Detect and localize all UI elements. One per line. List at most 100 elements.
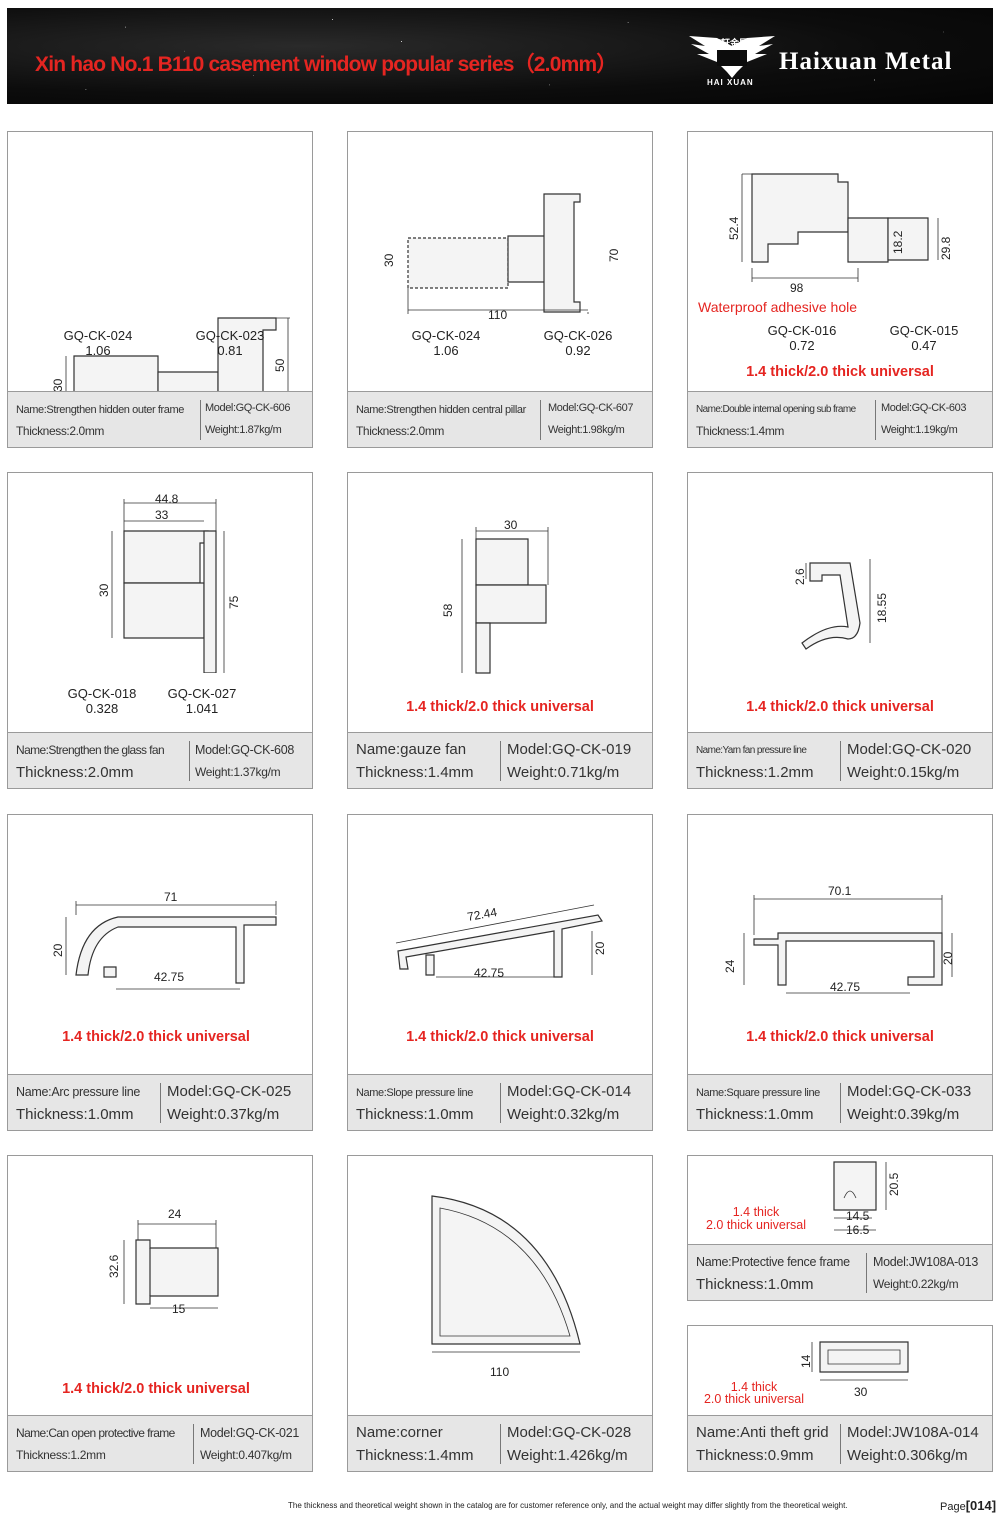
profile-drawing: 14.5 16.5 20.5 1.4 thick 2.0 thick unive… <box>706 1161 901 1237</box>
spec-name: Name:Square pressure line <box>696 1087 820 1099</box>
spec-panel: Name:Can open protective frame Thickness… <box>8 1415 312 1471</box>
product-card-jw108a-014: 30 14 1.4 thick 2.0 thick universal Name… <box>687 1325 993 1472</box>
spec-thickness: Thickness:1.0mm <box>356 1106 474 1123</box>
dim-height-right: 29.8 <box>939 236 953 260</box>
spec-panel: Name:Yarn fan pressure line Thickness:1.… <box>688 732 992 788</box>
product-card-gq-ck-019: 30 58 1.4 thick/2.0 thick universal Name… <box>347 472 653 789</box>
spec-divider <box>189 741 190 781</box>
dim-height: 20 <box>51 943 65 957</box>
profile-drawing: 44.8 33 30 75 <box>97 492 241 673</box>
spec-divider <box>500 1424 501 1464</box>
spec-divider <box>840 1083 841 1123</box>
spec-panel: Name:corner Thickness:1.4mm Model:GQ-CK-… <box>348 1415 652 1471</box>
dim-inner-width: 33 <box>155 508 169 522</box>
spec-name: Name:Can open protective frame <box>16 1426 175 1440</box>
spec-divider <box>193 1424 194 1464</box>
spec-model: Model:JW108A-013 <box>873 1255 978 1269</box>
dim-width: 71 <box>164 890 178 904</box>
spec-panel: Name:Anti theft grid Thickness:0.9mm Mod… <box>688 1415 992 1471</box>
spec-thickness: Thickness:2.0mm <box>16 764 134 781</box>
universal-note: 2.0 thick universal <box>706 1218 806 1232</box>
spec-divider <box>866 1253 867 1293</box>
spec-model: Model:JW108A-014 <box>847 1424 979 1441</box>
spec-weight: Weight:1.98kg/m <box>548 424 625 436</box>
product-card-gq-ck-028: 110 Name:corner Thickness:1.4mm Model:GQ… <box>347 1155 653 1472</box>
spec-divider <box>200 400 201 440</box>
spec-weight: Weight:1.87kg/m <box>205 424 282 436</box>
dim-inner-width: 42.75 <box>154 970 184 984</box>
dim-slope-width: 72.44 <box>466 905 498 924</box>
spec-model: Model:GQ-CK-603 <box>881 402 967 414</box>
spec-weight: Weight:0.15kg/m <box>847 764 960 781</box>
dim-small-height: 2.6 <box>793 568 807 585</box>
spec-weight: Weight:1.426kg/m <box>507 1447 628 1464</box>
dim-height: 20 <box>593 941 607 955</box>
spec-divider <box>500 741 501 781</box>
spec-name: Name:Strengthen the glass fan <box>16 743 165 757</box>
spec-weight: Weight:0.22kg/m <box>873 1277 959 1291</box>
spec-weight: Weight:0.306kg/m <box>847 1447 968 1464</box>
product-card-jw108a-013: 14.5 16.5 20.5 1.4 thick 2.0 thick unive… <box>687 1155 993 1301</box>
spec-name: Name:Double internal opening sub frame <box>696 404 856 415</box>
spec-name: Name:gauze fan <box>356 741 467 758</box>
universal-note: 1.4 thick/2.0 thick universal <box>62 1029 250 1045</box>
dim-height-left: 24 <box>723 959 737 973</box>
product-card-gq-ck-603: 98 52.4 18.2 29.8 Waterproof adhesive ho… <box>687 131 993 448</box>
spec-panel: Name:Strengthen hidden outer frame Thick… <box>8 391 312 447</box>
dim-width: 110 <box>490 1365 509 1379</box>
spec-thickness: Thickness:2.0mm <box>356 424 445 438</box>
product-card-gq-ck-021: 24 32.6 15 1.4 thick/2.0 thick universal… <box>7 1155 313 1472</box>
spec-divider <box>540 400 541 440</box>
product-card-gq-ck-014: 72.44 20 42.75 1.4 thick/2.0 thick unive… <box>347 814 653 1131</box>
spec-weight: Weight:0.71kg/m <box>507 764 620 781</box>
spec-weight: Weight:1.37kg/m <box>195 765 281 779</box>
universal-note: 1.4 thick/2.0 thick universal <box>406 699 594 715</box>
thick-note: 1.4 thick <box>733 1205 780 1219</box>
universal-note: 1.4 thick/2.0 thick universal <box>62 1381 250 1397</box>
dim-height: 58 <box>441 603 455 617</box>
spec-panel: Name:Strengthen hidden central pillar Th… <box>348 391 652 447</box>
page-header: Xin hao No.1 B110 casement window popula… <box>7 8 993 104</box>
dim-height-left: 30 <box>97 583 111 597</box>
spec-thickness: Thickness:0.9mm <box>696 1447 814 1464</box>
spec-model: Model:GQ-CK-033 <box>847 1083 972 1100</box>
spec-model: Model:GQ-CK-606 <box>205 402 291 414</box>
spec-name: Name:Strengthen hidden central pillar <box>356 404 526 416</box>
product-card-gq-ck-025: 71 20 42.75 1.4 thick/2.0 thick universa… <box>7 814 313 1131</box>
dim-width: 30 <box>854 1385 868 1399</box>
spec-panel: Name:Strengthen the glass fan Thickness:… <box>8 732 312 788</box>
spec-divider <box>500 1083 501 1123</box>
brand-name: Haixuan Metal <box>779 48 953 75</box>
dim-inner-height: 18.2 <box>891 230 905 254</box>
dim-height-right: 50 <box>273 358 287 372</box>
spec-thickness: Thickness:2.0mm <box>16 424 105 438</box>
spec-panel: Name:Square pressure line Thickness:1.0m… <box>688 1074 992 1130</box>
spec-name: Name:Slope pressure line <box>356 1087 473 1099</box>
universal-note: 1.4 thick/2.0 thick universal <box>406 1029 594 1045</box>
spec-name: Name:Yarn fan pressure line <box>696 745 807 756</box>
spec-weight: Weight:0.407kg/m <box>200 1448 292 1462</box>
dim-height-left: 52.4 <box>727 216 741 240</box>
profile-drawing: 30 14 1.4 thick 2.0 thick universal <box>704 1341 909 1406</box>
spec-name: Name:Strengthen hidden outer frame <box>16 404 185 416</box>
universal-note: 1.4 thick/2.0 thick universal <box>746 364 934 380</box>
dim-width: 24 <box>168 1207 182 1221</box>
profile-drawing: 71 20 42.75 1.4 thick/2.0 thick universa… <box>51 890 277 1045</box>
profile-drawing: 72.44 20 42.75 1.4 thick/2.0 thick unive… <box>395 904 607 1045</box>
spec-thickness: Thickness:1.4mm <box>356 1447 474 1464</box>
universal-note: 2.0 thick universal <box>704 1392 804 1406</box>
spec-weight: Weight:0.39kg/m <box>847 1106 960 1123</box>
spec-model: Model:GQ-CK-608 <box>195 743 295 757</box>
starfield-background <box>7 8 993 104</box>
dim-width: 30 <box>504 518 518 532</box>
spec-model: Model:GQ-CK-021 <box>200 1426 300 1440</box>
spec-weight: Weight:0.37kg/m <box>167 1106 280 1123</box>
dim-height-right: 20 <box>941 951 955 965</box>
universal-note: 1.4 thick/2.0 thick universal <box>746 1029 934 1045</box>
